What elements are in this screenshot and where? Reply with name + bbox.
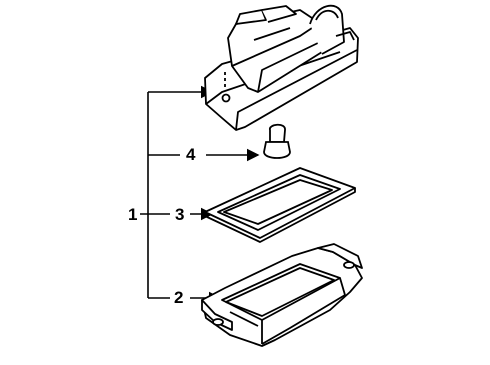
gasket <box>205 168 355 242</box>
leader-lines <box>140 85 260 305</box>
callout-label-3: 3 <box>175 205 185 224</box>
callout-label-2: 2 <box>174 288 184 307</box>
lens-housing <box>202 244 362 346</box>
callout-label-1: 1 <box>128 205 138 224</box>
callout-label-4: 4 <box>186 145 196 164</box>
socket-housing <box>205 6 358 130</box>
bulb <box>264 125 290 158</box>
